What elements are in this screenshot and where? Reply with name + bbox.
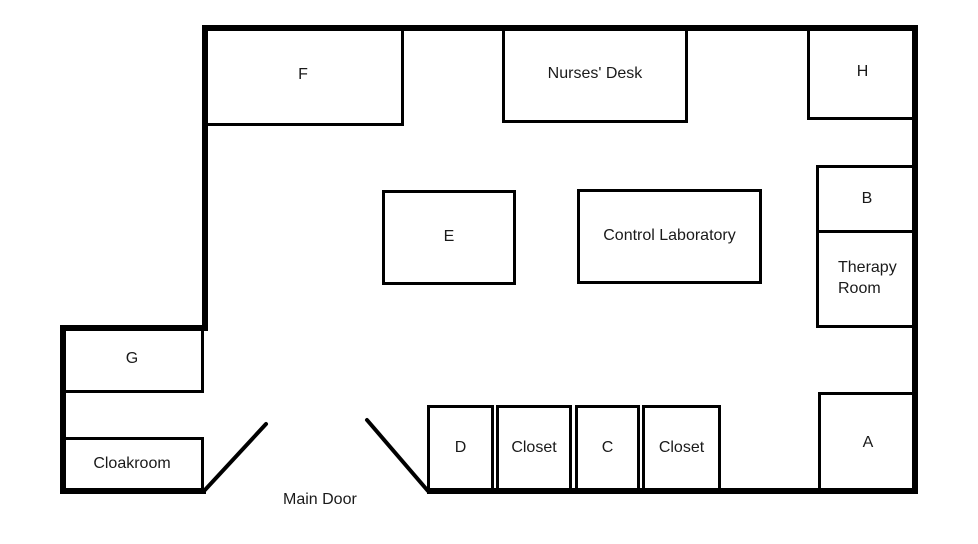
room-d-label: D xyxy=(454,438,467,456)
room-f-label: F xyxy=(298,66,308,84)
room-cloakroom-label: Cloakroom xyxy=(93,454,171,472)
room-g-label: G xyxy=(125,349,139,367)
wall-left-main xyxy=(202,25,208,331)
wall-alcove-bottom xyxy=(60,488,206,494)
room-therapy-room-label: Therapy Room xyxy=(838,259,897,297)
room-a: A xyxy=(818,392,918,494)
room-a-label: A xyxy=(862,433,874,451)
room-d: D xyxy=(427,405,494,491)
closet-2: Closet xyxy=(642,405,721,491)
room-therapy-room: Therapy Room xyxy=(816,230,918,328)
room-b: B xyxy=(816,165,918,233)
room-e-label: E xyxy=(443,228,455,246)
wall-right xyxy=(912,25,918,494)
room-cloakroom: Cloakroom xyxy=(60,437,204,491)
room-nurses-desk-label: Nurses' Desk xyxy=(547,64,643,82)
closet-2-label: Closet xyxy=(658,438,705,456)
room-c: C xyxy=(575,405,640,491)
room-h: H xyxy=(807,25,918,120)
room-nurses-desk: Nurses' Desk xyxy=(502,25,688,123)
door-swing-left-line xyxy=(202,422,268,493)
room-h-label: H xyxy=(856,63,869,81)
main-door-label: Main Door xyxy=(283,491,357,508)
closet-1: Closet xyxy=(496,405,572,491)
room-control-laboratory-label: Control Laboratory xyxy=(603,227,736,245)
wall-top xyxy=(202,25,918,31)
room-e: E xyxy=(382,190,516,285)
closet-1-label: Closet xyxy=(511,438,557,456)
room-b-label: B xyxy=(861,189,873,207)
room-c-label: C xyxy=(601,438,614,456)
door-swing-right-line xyxy=(365,418,430,493)
wall-bottom-right xyxy=(427,488,918,494)
room-control-laboratory: Control Laboratory xyxy=(577,189,762,284)
room-g: G xyxy=(60,325,204,393)
wall-alcove-top xyxy=(60,325,208,331)
room-f: F xyxy=(202,25,404,126)
wall-alcove-left xyxy=(60,325,66,494)
